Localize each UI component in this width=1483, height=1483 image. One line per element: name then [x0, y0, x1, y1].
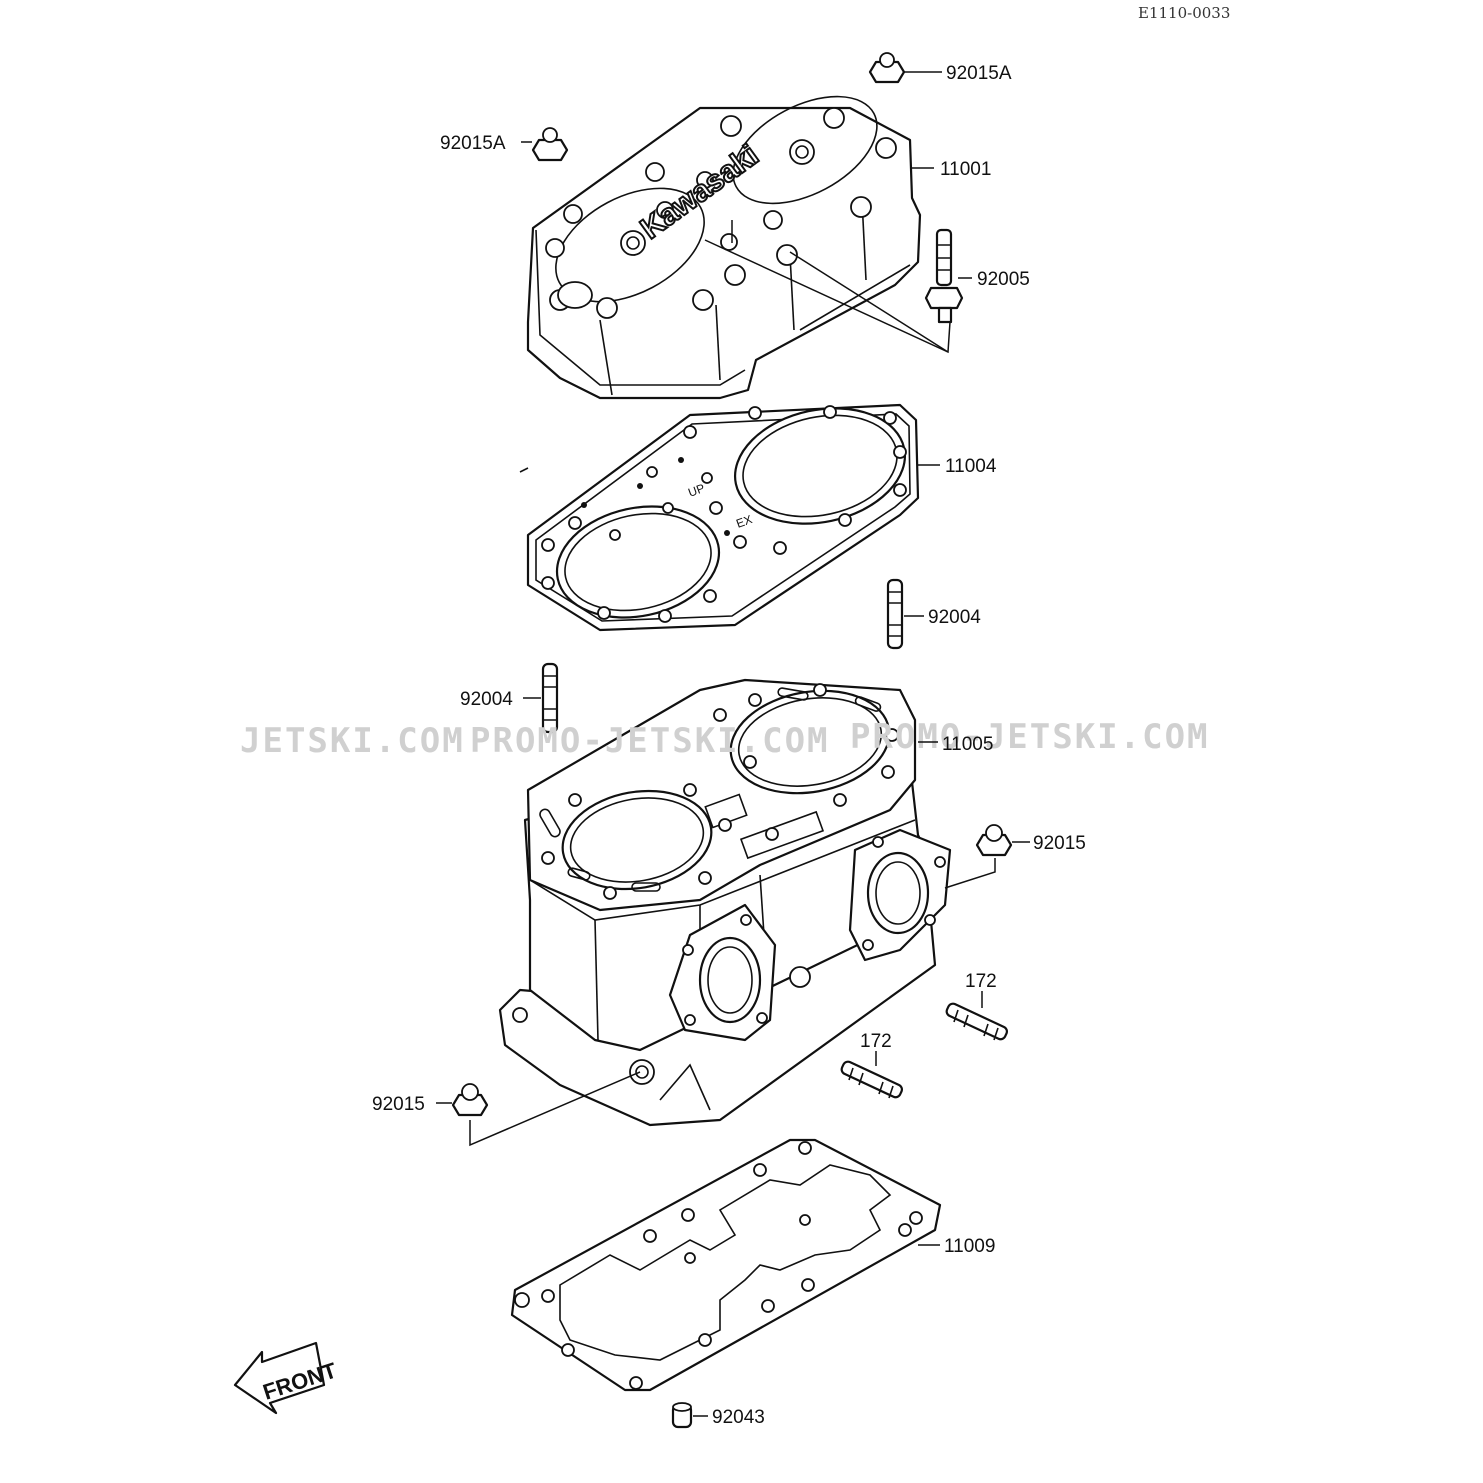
gasket-mark-ex: EX: [734, 512, 754, 531]
front-arrow: FRONT: [233, 1341, 340, 1415]
callout-92015A-top[interactable]: 92015A: [946, 63, 1012, 84]
callout-92004-left[interactable]: 92004: [460, 689, 513, 710]
dowel-pin-92043[interactable]: [671, 1402, 693, 1429]
watermark-3: PROMO-JETSKI.COM: [850, 717, 1210, 757]
callout-11001[interactable]: 11001: [940, 159, 991, 180]
nut-92015-bottom[interactable]: [451, 1083, 489, 1117]
callout-92043[interactable]: 92043: [712, 1407, 765, 1428]
callout-172-a[interactable]: 172: [965, 971, 997, 992]
callout-92015-bottom[interactable]: 92015: [372, 1094, 425, 1115]
cylinder-head[interactable]: Kawasaki: [526, 75, 922, 400]
watermark-2: PROMO-JETSKI.COM: [470, 721, 830, 761]
nut-92015A-top[interactable]: [868, 52, 906, 84]
head-gasket-11004[interactable]: UP EX: [526, 393, 920, 632]
callout-11009[interactable]: 11009: [944, 1236, 995, 1257]
callout-92005[interactable]: 92005: [977, 269, 1030, 290]
cylinder-block-11005[interactable]: [498, 678, 952, 1127]
callout-11005[interactable]: 11005: [942, 734, 993, 755]
stud-172-b[interactable]: [840, 1060, 903, 1099]
callout-92004-right[interactable]: 92004: [928, 607, 981, 628]
diagram-code: E1110-0033: [1138, 4, 1230, 22]
callout-92015A-left[interactable]: 92015A: [440, 133, 506, 154]
stud-172-a[interactable]: [945, 1002, 1008, 1041]
gasket-mark-up: UP: [686, 481, 706, 500]
hose-fitting-92005[interactable]: [924, 228, 964, 324]
nut-92015-right[interactable]: [975, 824, 1013, 857]
stud-92004-left[interactable]: [541, 662, 559, 734]
callout-172-b[interactable]: 172: [860, 1031, 892, 1052]
callout-92015-right[interactable]: 92015: [1033, 833, 1086, 854]
base-gasket-11009[interactable]: [510, 1138, 942, 1392]
callout-11004[interactable]: 11004: [945, 456, 997, 477]
nut-92015A-left[interactable]: [531, 127, 569, 162]
gasket-edge-tick: [519, 467, 529, 473]
watermark-1: JETSKI.COM: [240, 721, 465, 761]
stud-92004-right[interactable]: [886, 578, 904, 650]
